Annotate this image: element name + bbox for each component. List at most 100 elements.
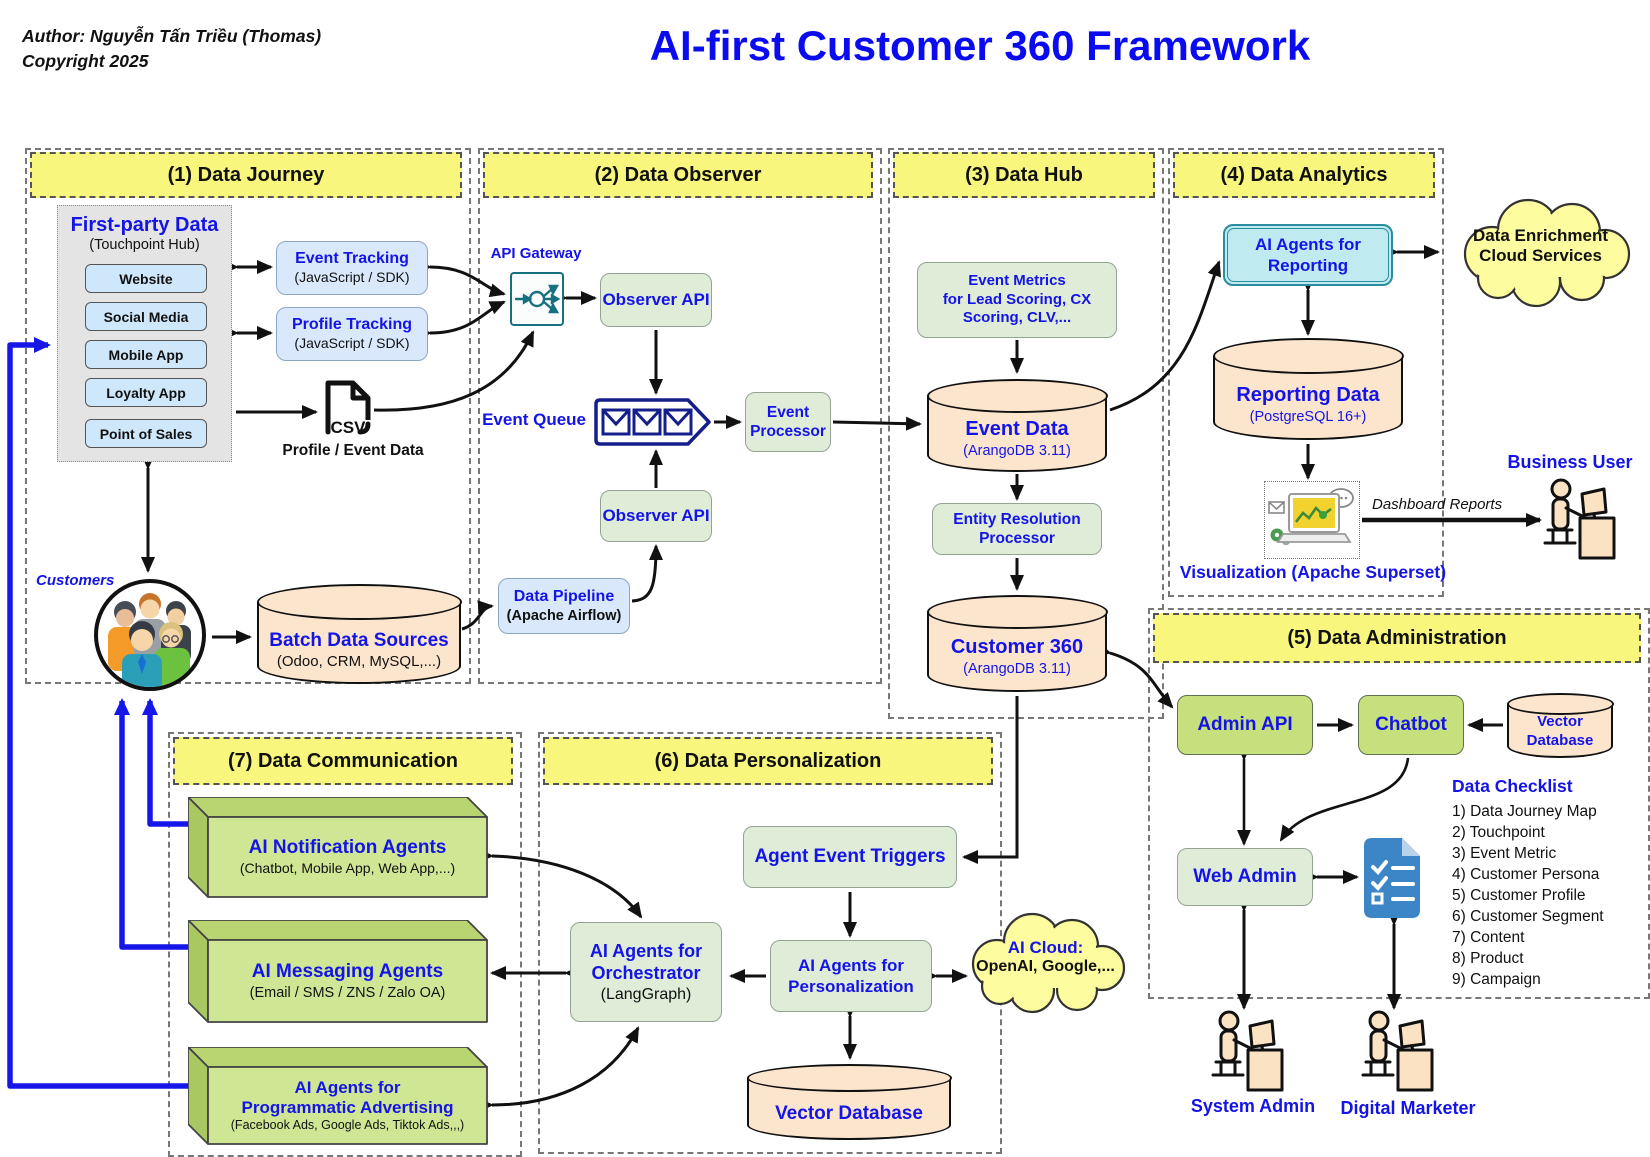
web-admin-box: Web Admin (1177, 848, 1313, 906)
checklist-item: 4) Customer Persona (1452, 866, 1600, 883)
reporting-data-title: Reporting Data (1236, 384, 1380, 407)
black-arrows (141, 245, 1542, 1113)
admin-api-label: Admin API (1197, 714, 1293, 736)
checklist-item: 7) Content (1452, 929, 1525, 946)
event-processor-box: Event Processor (745, 392, 831, 452)
observer-api-bottom-label: Observer API (602, 506, 710, 526)
admin-api-box: Admin API (1177, 695, 1313, 755)
csv-file-icon (325, 380, 371, 435)
page-title: AI-first Customer 360 Framework (649, 22, 1311, 69)
data-pipeline-subtitle: (Apache Airflow) (506, 607, 622, 624)
advertising-agents-box: AI Agents for Programmatic Advertising (… (188, 1047, 488, 1145)
header-data-observer: (2) Data Observer (483, 152, 873, 198)
messaging-subtitle: (Email / SMS / ZNS / Zalo OA) (249, 984, 446, 1001)
reporting-data-subtitle: (PostgreSQL 16+) (1249, 409, 1367, 426)
customers-label: Customers (36, 572, 115, 589)
agent-event-triggers-box: Agent Event Triggers (743, 826, 957, 888)
vector-database-personalization-cylinder: Vector Database (746, 1064, 952, 1140)
dashboard-reports-label: Dashboard Reports (1372, 496, 1503, 513)
firstparty-subtitle: (Touchpoint Hub) (89, 237, 200, 253)
section-data-hub (888, 148, 1164, 719)
checklist-item: 1) Data Journey Map (1452, 803, 1597, 820)
blue-arrows (7, 337, 192, 1089)
advertising-line1: AI Agents for (294, 1077, 401, 1097)
orchestrator-line1: AI Agents for (589, 940, 703, 961)
entity-resolution-line2: Processor (979, 530, 1055, 547)
entity-resolution-line1: Entity Resolution (953, 510, 1081, 528)
chatbot-box: Chatbot (1358, 695, 1464, 755)
superset-visualization-icon (1264, 481, 1360, 559)
customer-360-subtitle: (ArangoDB 3.11) (963, 661, 1071, 678)
firstparty-box: First-party Data (Touchpoint Hub) Websit… (57, 205, 232, 462)
vector-database-admin-cylinder: Vector Database (1506, 693, 1614, 758)
chatbot-label: Chatbot (1375, 714, 1447, 736)
event-data-subtitle: (ArangoDB 3.11) (963, 443, 1071, 460)
touchpoint-social-media: Social Media (85, 302, 207, 331)
data-pipeline-box: Data Pipeline (Apache Airflow) (498, 578, 630, 634)
ai-agents-reporting-box: AI Agents for Reporting (1223, 224, 1393, 286)
csv-caption: Profile / Event Data (282, 442, 424, 459)
data-enrichment-cloud (1463, 198, 1631, 308)
vector-db-personalization-label: Vector Database (775, 1103, 923, 1125)
messaging-title: AI Messaging Agents (251, 961, 444, 983)
data-checklist-items: 1) Data Journey Map 2) Touchpoint 3) Eve… (1452, 801, 1650, 990)
observer-api-top-box: Observer API (600, 273, 712, 327)
ai-cloud-line1: AI Cloud: (1007, 938, 1084, 957)
batch-title: Batch Data Sources (269, 629, 449, 651)
entity-resolution-box: Entity Resolution Processor (932, 503, 1102, 555)
checklist-item: 9) Campaign (1452, 971, 1541, 988)
touchpoint-website: Website (85, 264, 207, 293)
personalization-line1: AI Agents for (797, 955, 905, 975)
batch-subtitle: (Odoo, CRM, MySQL,...) (276, 652, 442, 670)
enrichment-line2: Cloud Services (1479, 246, 1602, 265)
ai-reporting-line1: AI Agents for (1254, 234, 1362, 254)
event-metrics-line1: Event Metrics (968, 271, 1066, 289)
header-data-personalization: (6) Data Personalization (543, 737, 993, 785)
observer-api-bottom-box: Observer API (600, 490, 712, 542)
enrichment-line1: Data Enrichment (1472, 226, 1609, 245)
checklist-doc-icon (1364, 838, 1420, 918)
customers-avatar (94, 579, 206, 691)
copyright-line: Copyright 2025 (22, 51, 149, 72)
author-line: Author: Nguyễn Tấn Triều (Thomas) (22, 26, 322, 46)
vector-db-admin-line2: Database (1526, 732, 1594, 749)
profile-tracking-box: Profile Tracking (JavaScript / SDK) (276, 307, 428, 361)
orchestrator-box: AI Agents for Orchestrator (LangGraph) (570, 922, 722, 1022)
business-user-label: Business User (1507, 452, 1633, 472)
touchpoint-mobile-app: Mobile App (85, 340, 207, 369)
orchestrator-subtitle: (LangGraph) (600, 985, 692, 1003)
digital-marketer-label: Digital Marketer (1340, 1098, 1476, 1118)
personalization-line2: Personalization (788, 977, 914, 996)
data-enrichment-cloud-text: Data Enrichment Cloud Services (1448, 226, 1633, 266)
touchpoint-loyalty-app: Loyalty App (85, 378, 207, 407)
header-data-communication: (7) Data Communication (173, 737, 513, 785)
header-data-hub: (3) Data Hub (893, 152, 1155, 198)
api-gateway-icon (510, 272, 564, 326)
author-block: Author: Nguyễn Tấn Triều (Thomas) Copyri… (22, 24, 452, 75)
event-processor-line2: Processor (750, 423, 826, 440)
event-tracking-title: Event Tracking (295, 250, 409, 268)
event-queue-icon (594, 398, 711, 446)
csv-label: CSV (330, 418, 366, 437)
event-data-title: Event Data (965, 418, 1069, 441)
ai-cloud-line2: OpenAI, Google,... (976, 958, 1115, 975)
orchestrator-line2: Orchestrator (591, 963, 701, 983)
data-pipeline-title: Data Pipeline (513, 587, 615, 605)
observer-api-top-label: Observer API (602, 290, 710, 310)
firstparty-title: First-party Data (70, 214, 219, 236)
visualization-label: Visualization (Apache Superset) (1179, 562, 1447, 582)
event-tracking-box: Event Tracking (JavaScript / SDK) (276, 241, 428, 295)
ai-cloud (971, 912, 1126, 1014)
reporting-data-cylinder: Reporting Data (PostgreSQL 16+) (1212, 338, 1404, 440)
business-user-icon (1532, 478, 1620, 562)
web-admin-label: Web Admin (1193, 866, 1297, 888)
notification-agents-box: AI Notification Agents (Chatbot, Mobile … (188, 797, 488, 898)
section-data-journey (25, 148, 471, 684)
event-processor-line1: Event (766, 403, 810, 421)
system-admin-icon (1200, 1010, 1288, 1094)
checklist-item: 3) Event Metric (1452, 845, 1557, 862)
header-data-analytics: (4) Data Analytics (1173, 152, 1435, 198)
customer-360-title: Customer 360 (950, 636, 1084, 659)
header-data-administration: (5) Data Administration (1153, 613, 1641, 663)
